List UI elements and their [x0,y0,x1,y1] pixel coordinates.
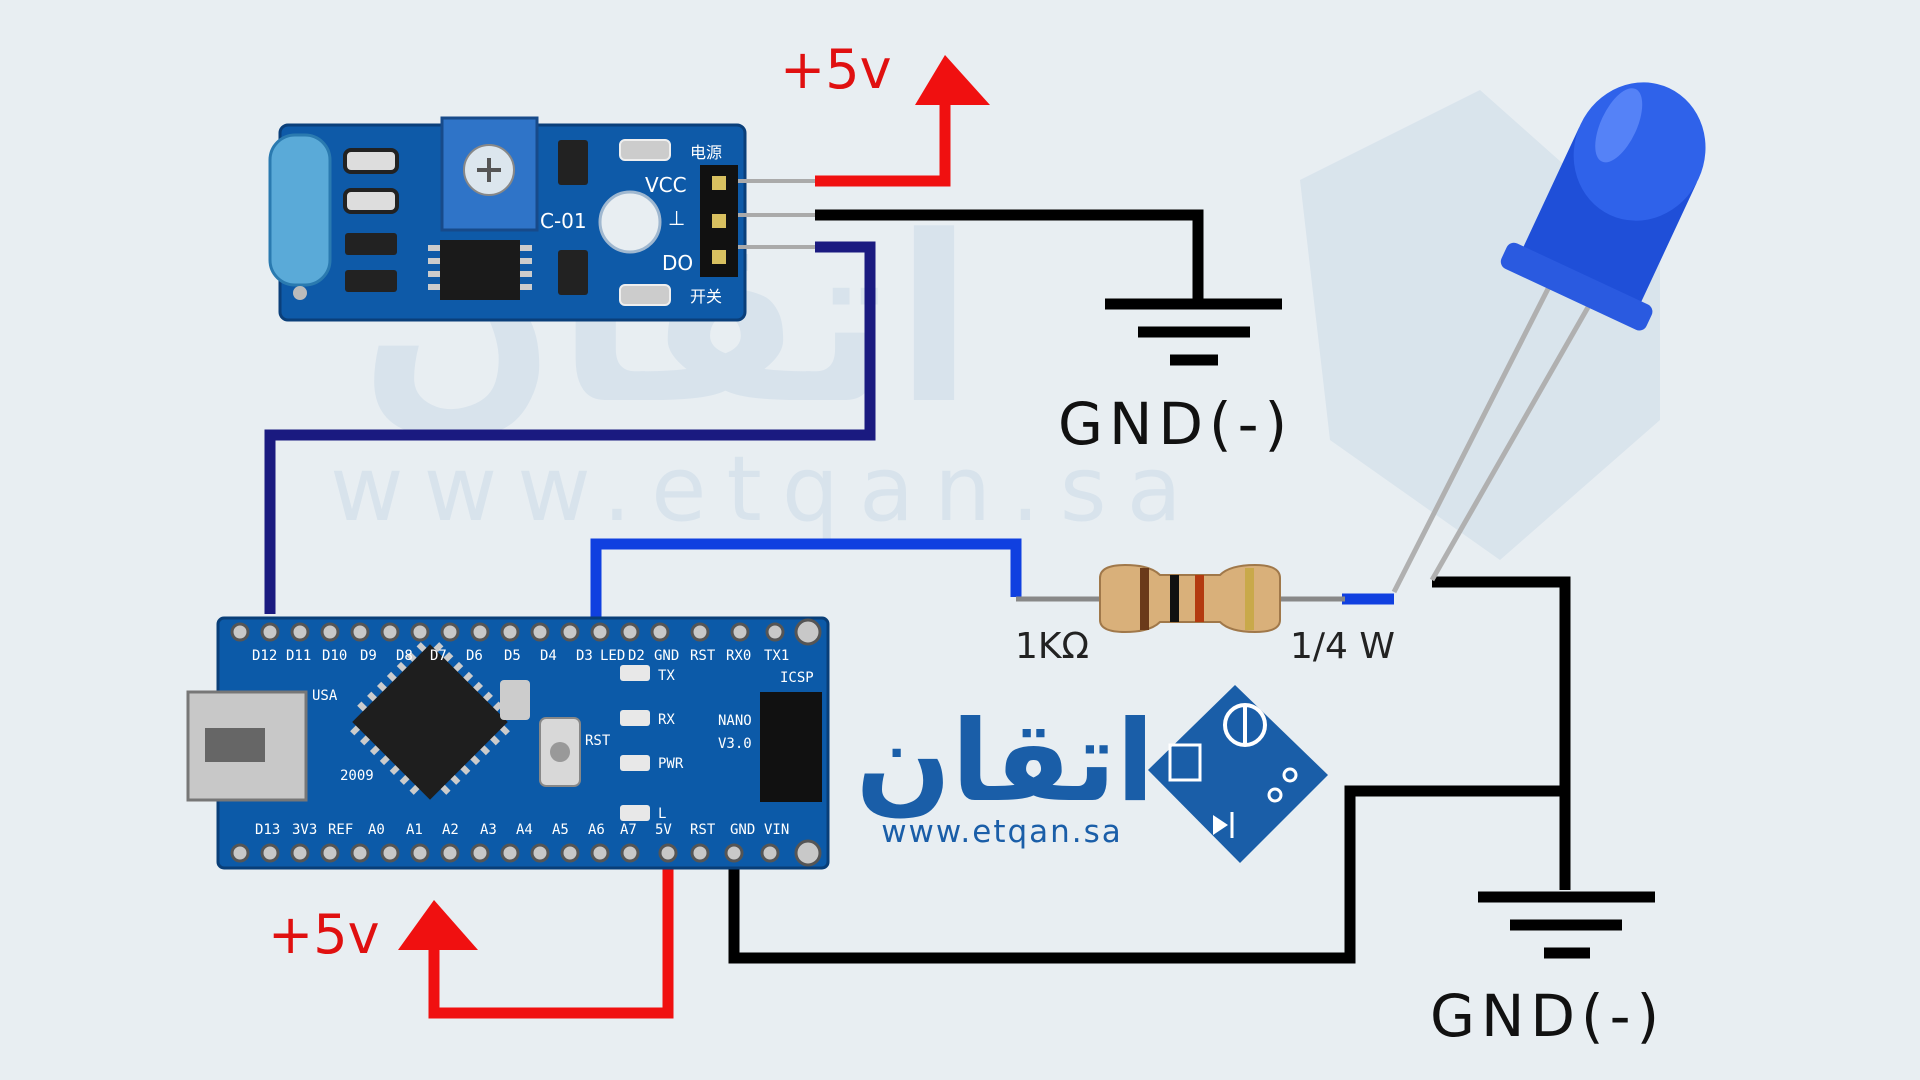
pin-d9: D9 [360,648,377,664]
pin-d7: D7 [430,648,447,664]
vibration-sensor-module: 电源 VCC ⊥ DO 开关 C-01 [268,116,815,322]
silk-switch: 开关 [690,287,722,306]
label-gnd-bottom: GND(-) [1430,982,1665,1050]
silk-tx: TX [658,668,675,684]
pin-tx1: TX1 [764,648,789,664]
pin-rst-top: RST [690,648,716,664]
pin-a3: A3 [480,822,497,838]
pin-d2: D2 [628,648,645,664]
ground-symbol-bottom [1478,891,1655,959]
pin-vin: VIN [764,822,789,838]
atmega-chip [350,642,510,800]
arrow-nano-5v [398,900,478,950]
tilt-sensor-component [268,133,332,287]
silk-usa: USA [312,688,338,704]
pin-3v3: 3V3 [292,822,317,838]
logo-arabic-text: اتقان [856,697,1155,827]
wire-sensor-gnd [815,209,1204,302]
pin-d12: D12 [252,648,277,664]
wire-led-gnd [1432,576,1571,890]
arduino-nano-board: D12 D11 D10 D9 D8 D7 D6 D5 D4 D3 LED D2 … [186,616,830,870]
icsp-header [760,692,822,802]
label-bottom-5v: +5v [268,903,380,966]
silk-power: 电源 [690,143,722,162]
pin-rst-bottom: RST [690,822,716,838]
label-resistor-value: 1KΩ [1015,626,1089,667]
silk-icsp: ICSP [780,670,814,686]
pin-5v: 5V [655,822,672,838]
pin-led: LED [600,648,625,664]
bottom-pin-labels: D13 3V3 REF A0 A1 A2 A3 A4 A5 A6 A7 5V R… [255,822,789,838]
pin-gnd-top: GND [654,648,679,664]
wire-d3-resistor [590,538,1022,628]
silk-rst: RST [585,733,611,749]
pin-a0: A0 [368,822,385,838]
silk-year: 2009 [340,768,374,784]
pin-d4: D4 [540,648,557,664]
pin-a5: A5 [552,822,569,838]
watermark-url: www.etqan.sa [330,437,1202,542]
pin-label-gnd: ⊥ [668,206,685,230]
pin-d6: D6 [466,648,483,664]
etqan-logo: اتقان www.etqan.sa [856,685,1328,863]
pin-d10: D10 [322,648,347,664]
pin-label-vcc: VCC [645,173,687,197]
pin-gnd-bottom: GND [730,822,755,838]
wire-sensor-do [264,241,876,614]
top-pin-labels: D12 D11 D10 D9 D8 D7 D6 D5 D4 D3 LED D2 … [252,648,789,664]
wire-nano-gnd [728,785,1565,964]
ground-symbol-top [1105,298,1282,366]
label-top-5v: +5v [780,38,892,101]
resistor [1016,563,1345,634]
pin-a6: A6 [588,822,605,838]
pin-a4: A4 [516,822,533,838]
pin-a2: A2 [442,822,459,838]
logo-emblem [1148,685,1328,863]
arrow-sensor-vcc [915,55,990,105]
label-gnd-top: GND(-) [1058,390,1293,458]
silk-l: L [658,806,666,822]
wire-nano-5v [428,867,674,1019]
blue-led [1391,82,1706,594]
pin-a7: A7 [620,822,637,838]
silk-rx: RX [658,712,675,728]
pin-d11: D11 [286,648,311,664]
silk-nano: NANO [718,713,752,729]
pin-rx0: RX0 [726,648,751,664]
logo-url: www.etqan.sa [881,814,1123,850]
pin-label-do: DO [662,251,693,275]
pin-a1: A1 [406,822,423,838]
pin-d8: D8 [396,648,413,664]
label-resistor-power: 1/4 W [1290,626,1395,667]
pin-ref: REF [328,822,353,838]
pin-d3: D3 [576,648,593,664]
pin-d5: D5 [504,648,521,664]
silk-model: C-01 [540,209,587,233]
pin-d13: D13 [255,822,280,838]
silk-pwr: PWR [658,756,684,772]
silk-version: V3.0 [718,736,752,752]
wire-sensor-vcc [815,95,951,187]
comparator-ic [440,240,520,300]
